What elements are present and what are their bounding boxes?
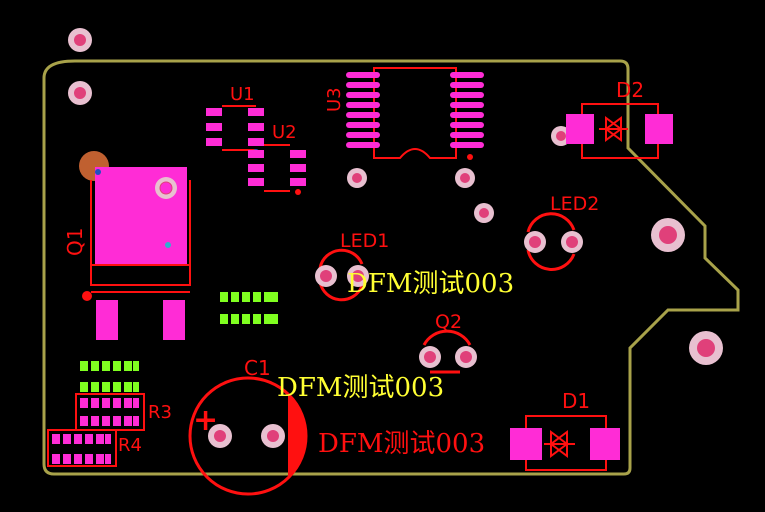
r4-designator: R4: [118, 435, 142, 456]
d1-designator: D1: [562, 389, 590, 413]
via[interactable]: [419, 346, 441, 368]
c1-component[interactable]: C1 +: [188, 356, 308, 496]
via[interactable]: [155, 177, 177, 199]
dfm-label-yellow-2: DFM测试003: [277, 373, 444, 403]
q1-designator: Q1: [63, 228, 87, 256]
led2-designator: LED2: [550, 193, 599, 215]
via[interactable]: [561, 231, 583, 253]
dfm-label-red: DFM测试003: [318, 429, 485, 459]
u2-component[interactable]: U2: [248, 122, 306, 195]
u3-component[interactable]: U3: [324, 67, 484, 160]
u3-designator: U3: [324, 87, 345, 112]
u1-component[interactable]: U1: [206, 84, 264, 155]
green-pad-array: [80, 292, 278, 392]
q2-component[interactable]: Q2: [419, 311, 477, 374]
q2-designator: Q2: [435, 311, 462, 333]
q1-silkscreen: [90, 180, 191, 286]
u2-silkscreen: [264, 144, 290, 192]
via[interactable]: [455, 346, 477, 368]
via[interactable]: [474, 203, 494, 223]
r4-component[interactable]: R4: [47, 429, 142, 467]
u1-designator: U1: [230, 84, 255, 105]
board-outline: [42, 59, 740, 476]
u3-left-pads: [346, 72, 380, 148]
q1-pin-pad: [163, 300, 185, 340]
d2-component[interactable]: D2: [566, 78, 673, 159]
led2-component[interactable]: LED2: [524, 193, 599, 271]
via[interactable]: [68, 28, 92, 52]
dfm-label-yellow-1: DFM测试003: [347, 269, 514, 299]
q1-component[interactable]: Q1: [63, 151, 191, 340]
c1-designator: C1: [244, 356, 271, 380]
led1-component[interactable]: LED1: [315, 230, 389, 302]
via[interactable]: [689, 331, 723, 365]
u2-designator: U2: [272, 122, 297, 143]
via[interactable]: [651, 218, 685, 252]
via[interactable]: [524, 231, 546, 253]
via-small: [95, 169, 101, 175]
u3-right-pads: [450, 72, 484, 148]
via[interactable]: [68, 81, 92, 105]
via-group: [68, 28, 723, 365]
r3-designator: R3: [148, 402, 172, 423]
q1-pin-pad: [96, 300, 118, 340]
via[interactable]: [315, 265, 337, 287]
d1-component[interactable]: D1: [510, 389, 620, 471]
d2-designator: D2: [616, 78, 644, 102]
via[interactable]: [455, 168, 475, 188]
via[interactable]: [347, 265, 369, 287]
via[interactable]: [208, 424, 232, 448]
r3-component[interactable]: R3: [75, 393, 172, 431]
via-small: [165, 242, 171, 248]
led1-designator: LED1: [340, 230, 389, 252]
via[interactable]: [347, 168, 367, 188]
pin1-marker: [82, 291, 92, 301]
u3-silkscreen: [373, 67, 457, 159]
c1-polarity-band: [288, 394, 307, 478]
via[interactable]: [261, 424, 285, 448]
